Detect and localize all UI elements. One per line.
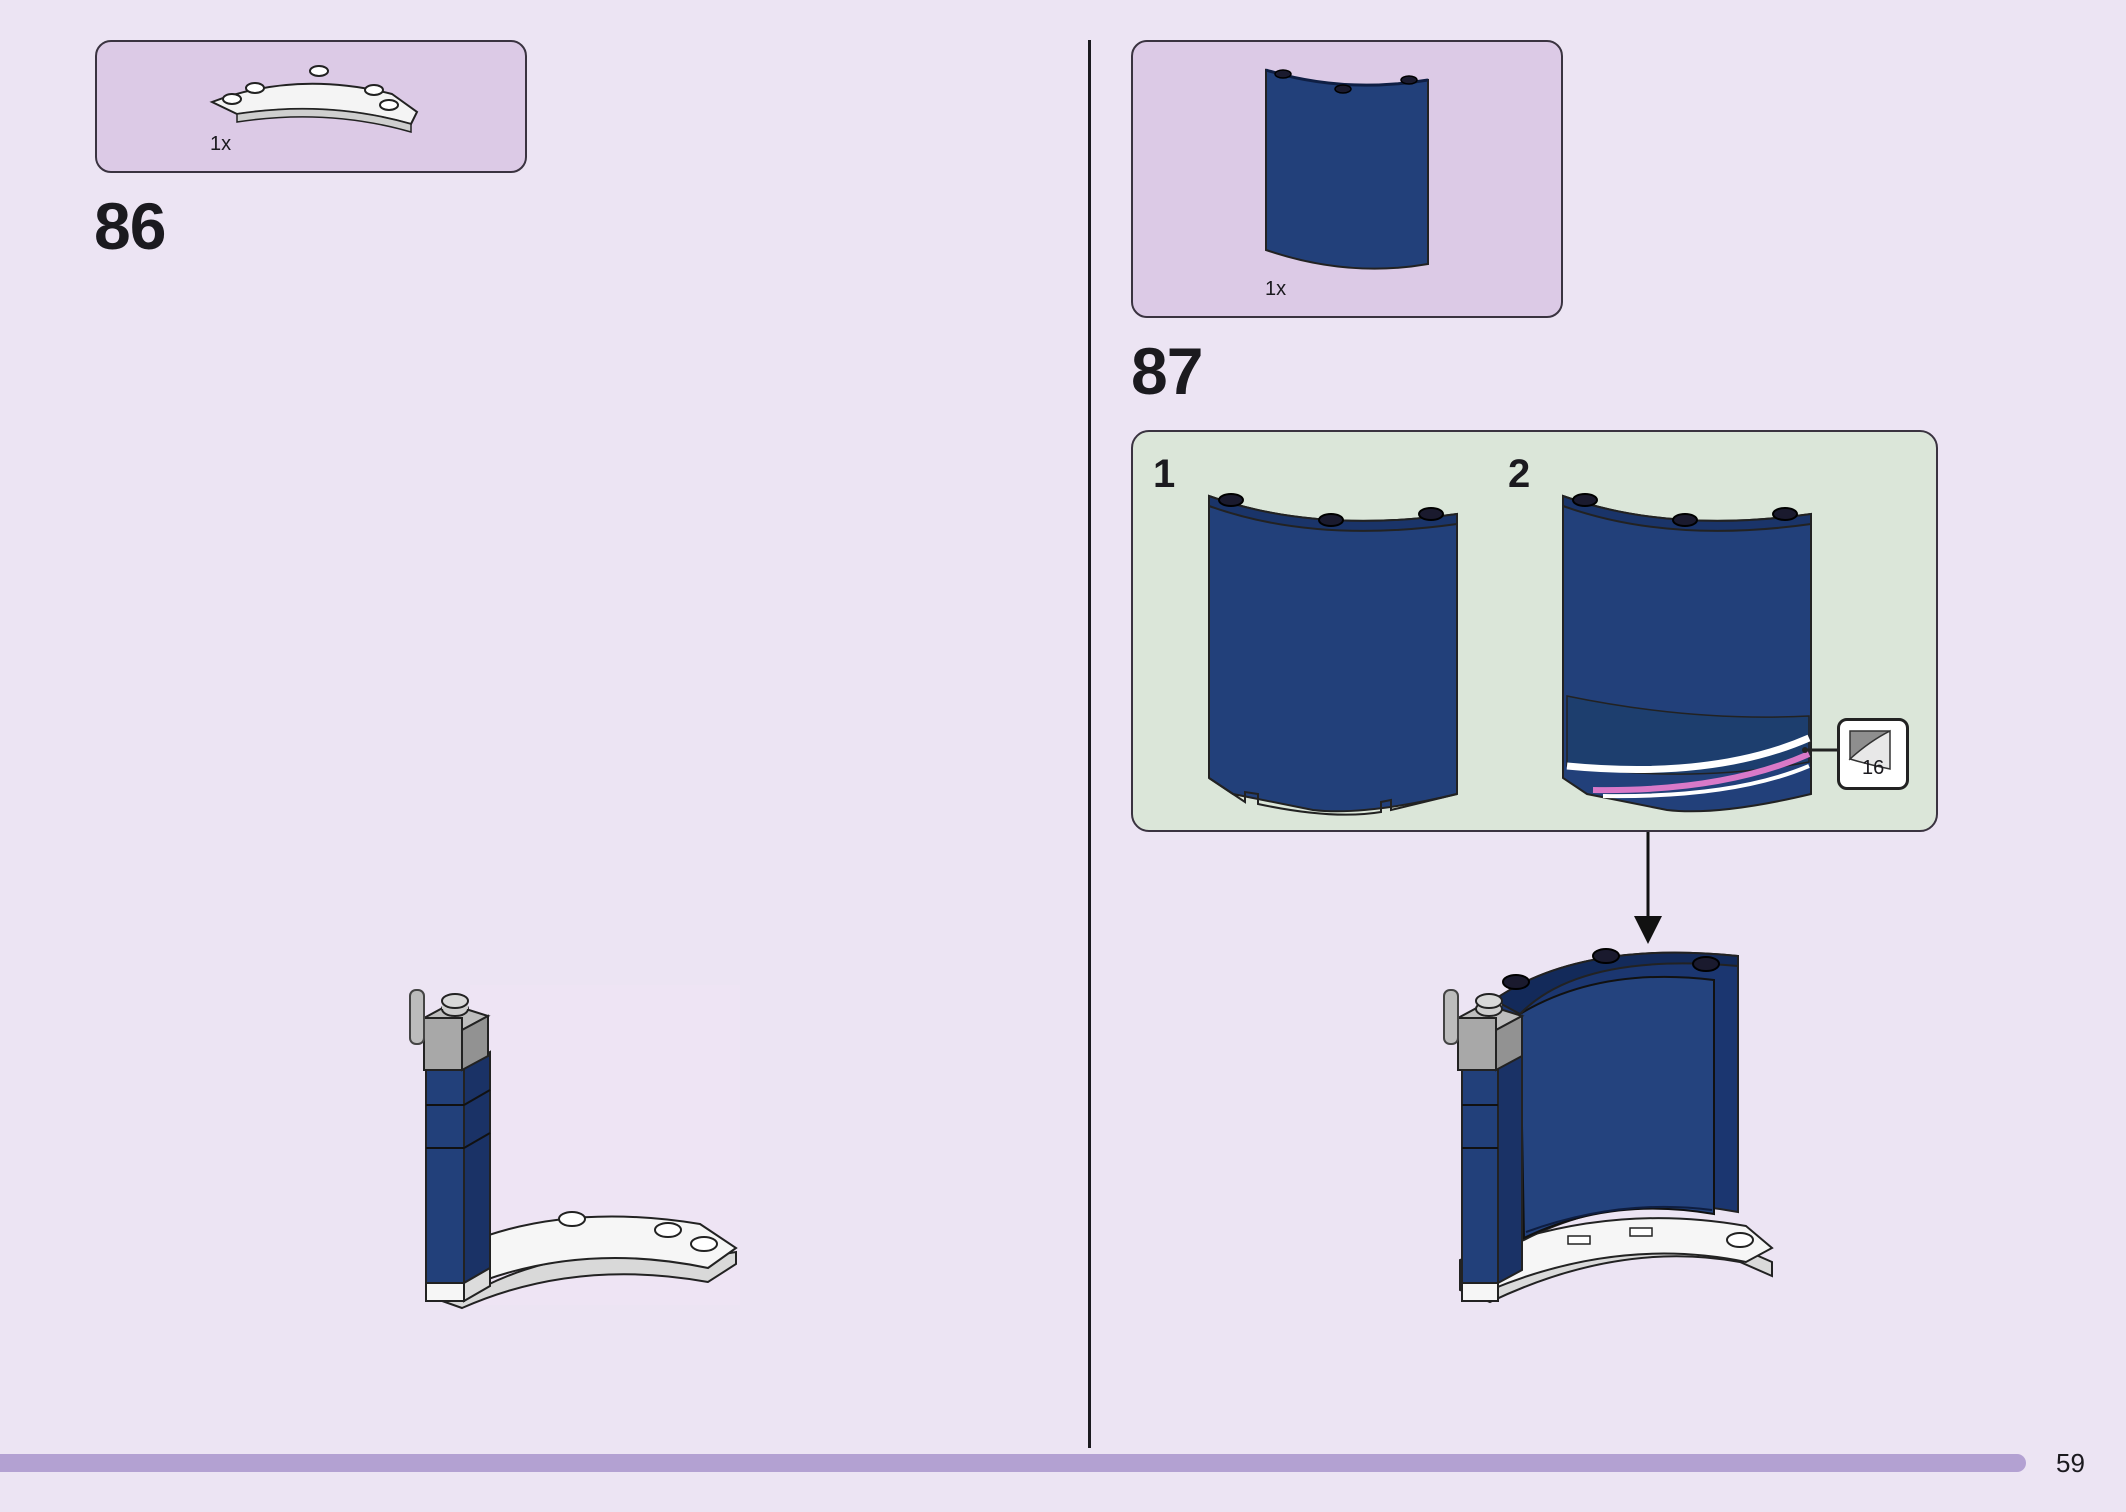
step-number-87: 87 xyxy=(1131,334,1203,408)
sticker-badge: 16 xyxy=(1837,718,1909,790)
sticker-peel-icon xyxy=(1848,729,1891,770)
substep-number-1: 1 xyxy=(1153,452,1176,496)
part-quantity: 1x xyxy=(1265,278,1287,300)
parts-callout-step-87: 1x xyxy=(1131,40,1563,318)
step-number-86: 86 xyxy=(94,189,166,263)
page-divider xyxy=(1088,40,1091,1448)
curved-panel-blue-icon xyxy=(1208,493,1837,816)
substep-callout: 1 2 16 xyxy=(1131,430,1938,832)
substep-number-2: 2 xyxy=(1508,452,1531,496)
part-quantity: 1x xyxy=(210,133,232,155)
page-footer-bar xyxy=(0,1454,2026,1472)
curved-panel-blue-icon xyxy=(1265,68,1429,270)
curved-plate-white-icon xyxy=(209,65,419,133)
page-number: 59 xyxy=(2056,1448,2085,1478)
parts-callout-step-86: 1x xyxy=(95,40,527,173)
sticker-number: 16 xyxy=(1862,757,1885,779)
